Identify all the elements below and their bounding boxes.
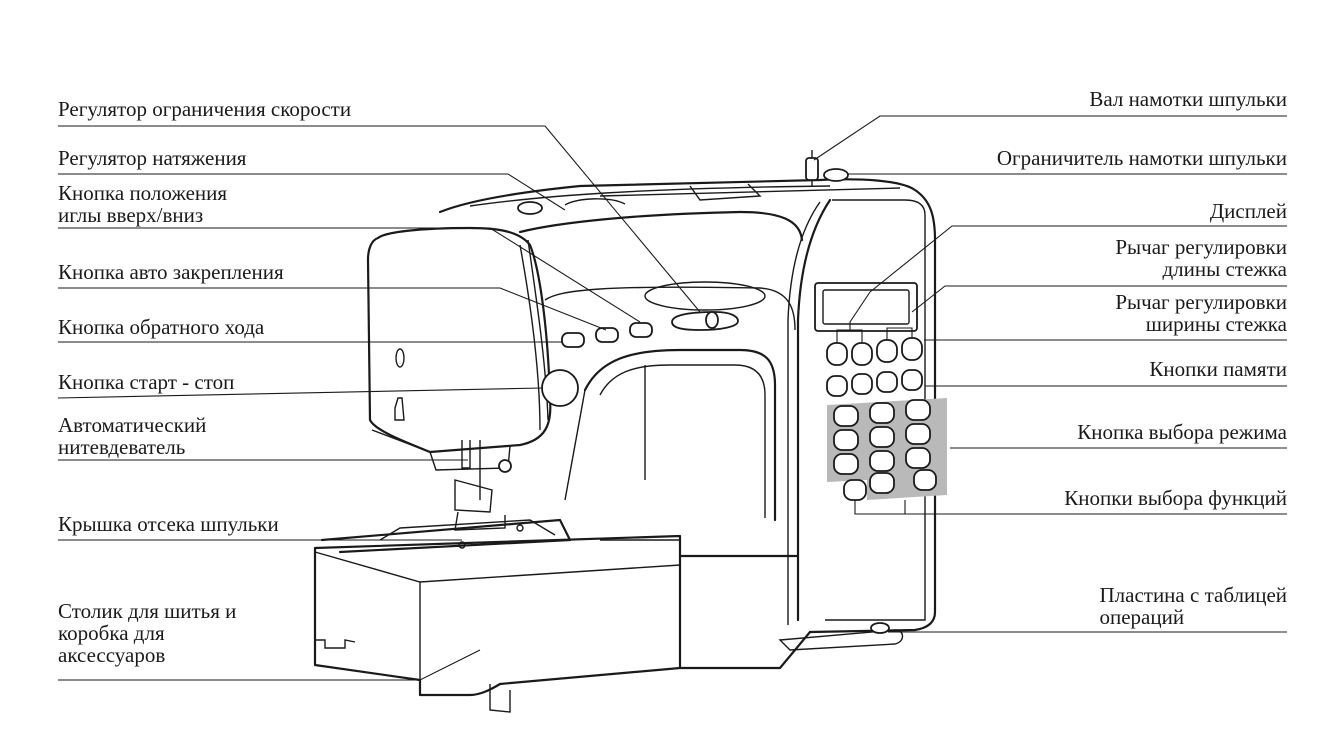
label-operations-plate: Пластина с таблицей операций xyxy=(1099,583,1287,629)
label-auto-lock: Кнопка авто закрепления xyxy=(58,260,284,284)
label-reverse: Кнопка обратного хода xyxy=(58,315,265,339)
leader-lines-right xyxy=(813,115,1287,633)
label-bobbin-cover: Крышка отсека шпульки xyxy=(58,512,279,536)
label-speed-limit: Регулятор ограничения скорости xyxy=(58,97,352,121)
label-bobbin-winder: Вал намотки шпульки xyxy=(1089,87,1287,111)
machine-body xyxy=(313,150,937,713)
label-start-stop: Кнопка старт - стоп xyxy=(58,370,235,394)
label-needle-position: Кнопка положения иглы вверх/вниз xyxy=(58,181,228,227)
label-function-buttons: Кнопки выбора функций xyxy=(1064,486,1287,510)
display-screen xyxy=(814,282,918,332)
leader-lines-left xyxy=(57,125,701,681)
label-tension: Регулятор натяжения xyxy=(58,146,247,170)
label-memory-buttons: Кнопки памяти xyxy=(1149,357,1287,381)
label-winder-stopper: Ограничитель намотки шпульки xyxy=(996,146,1287,170)
label-stitch-width: Рычаг регулировки ширины стежка xyxy=(1115,290,1287,336)
label-sewing-table: Столик для шитья и коробка для аксессуар… xyxy=(58,599,237,667)
label-mode-select: Кнопка выбора режима xyxy=(1077,420,1287,444)
label-display: Дисплей xyxy=(1209,199,1287,223)
label-stitch-length: Рычаг регулировки длины стежка xyxy=(1115,235,1287,281)
label-threader: Автоматический нитевдеватель xyxy=(58,413,207,459)
control-panel xyxy=(814,282,947,501)
